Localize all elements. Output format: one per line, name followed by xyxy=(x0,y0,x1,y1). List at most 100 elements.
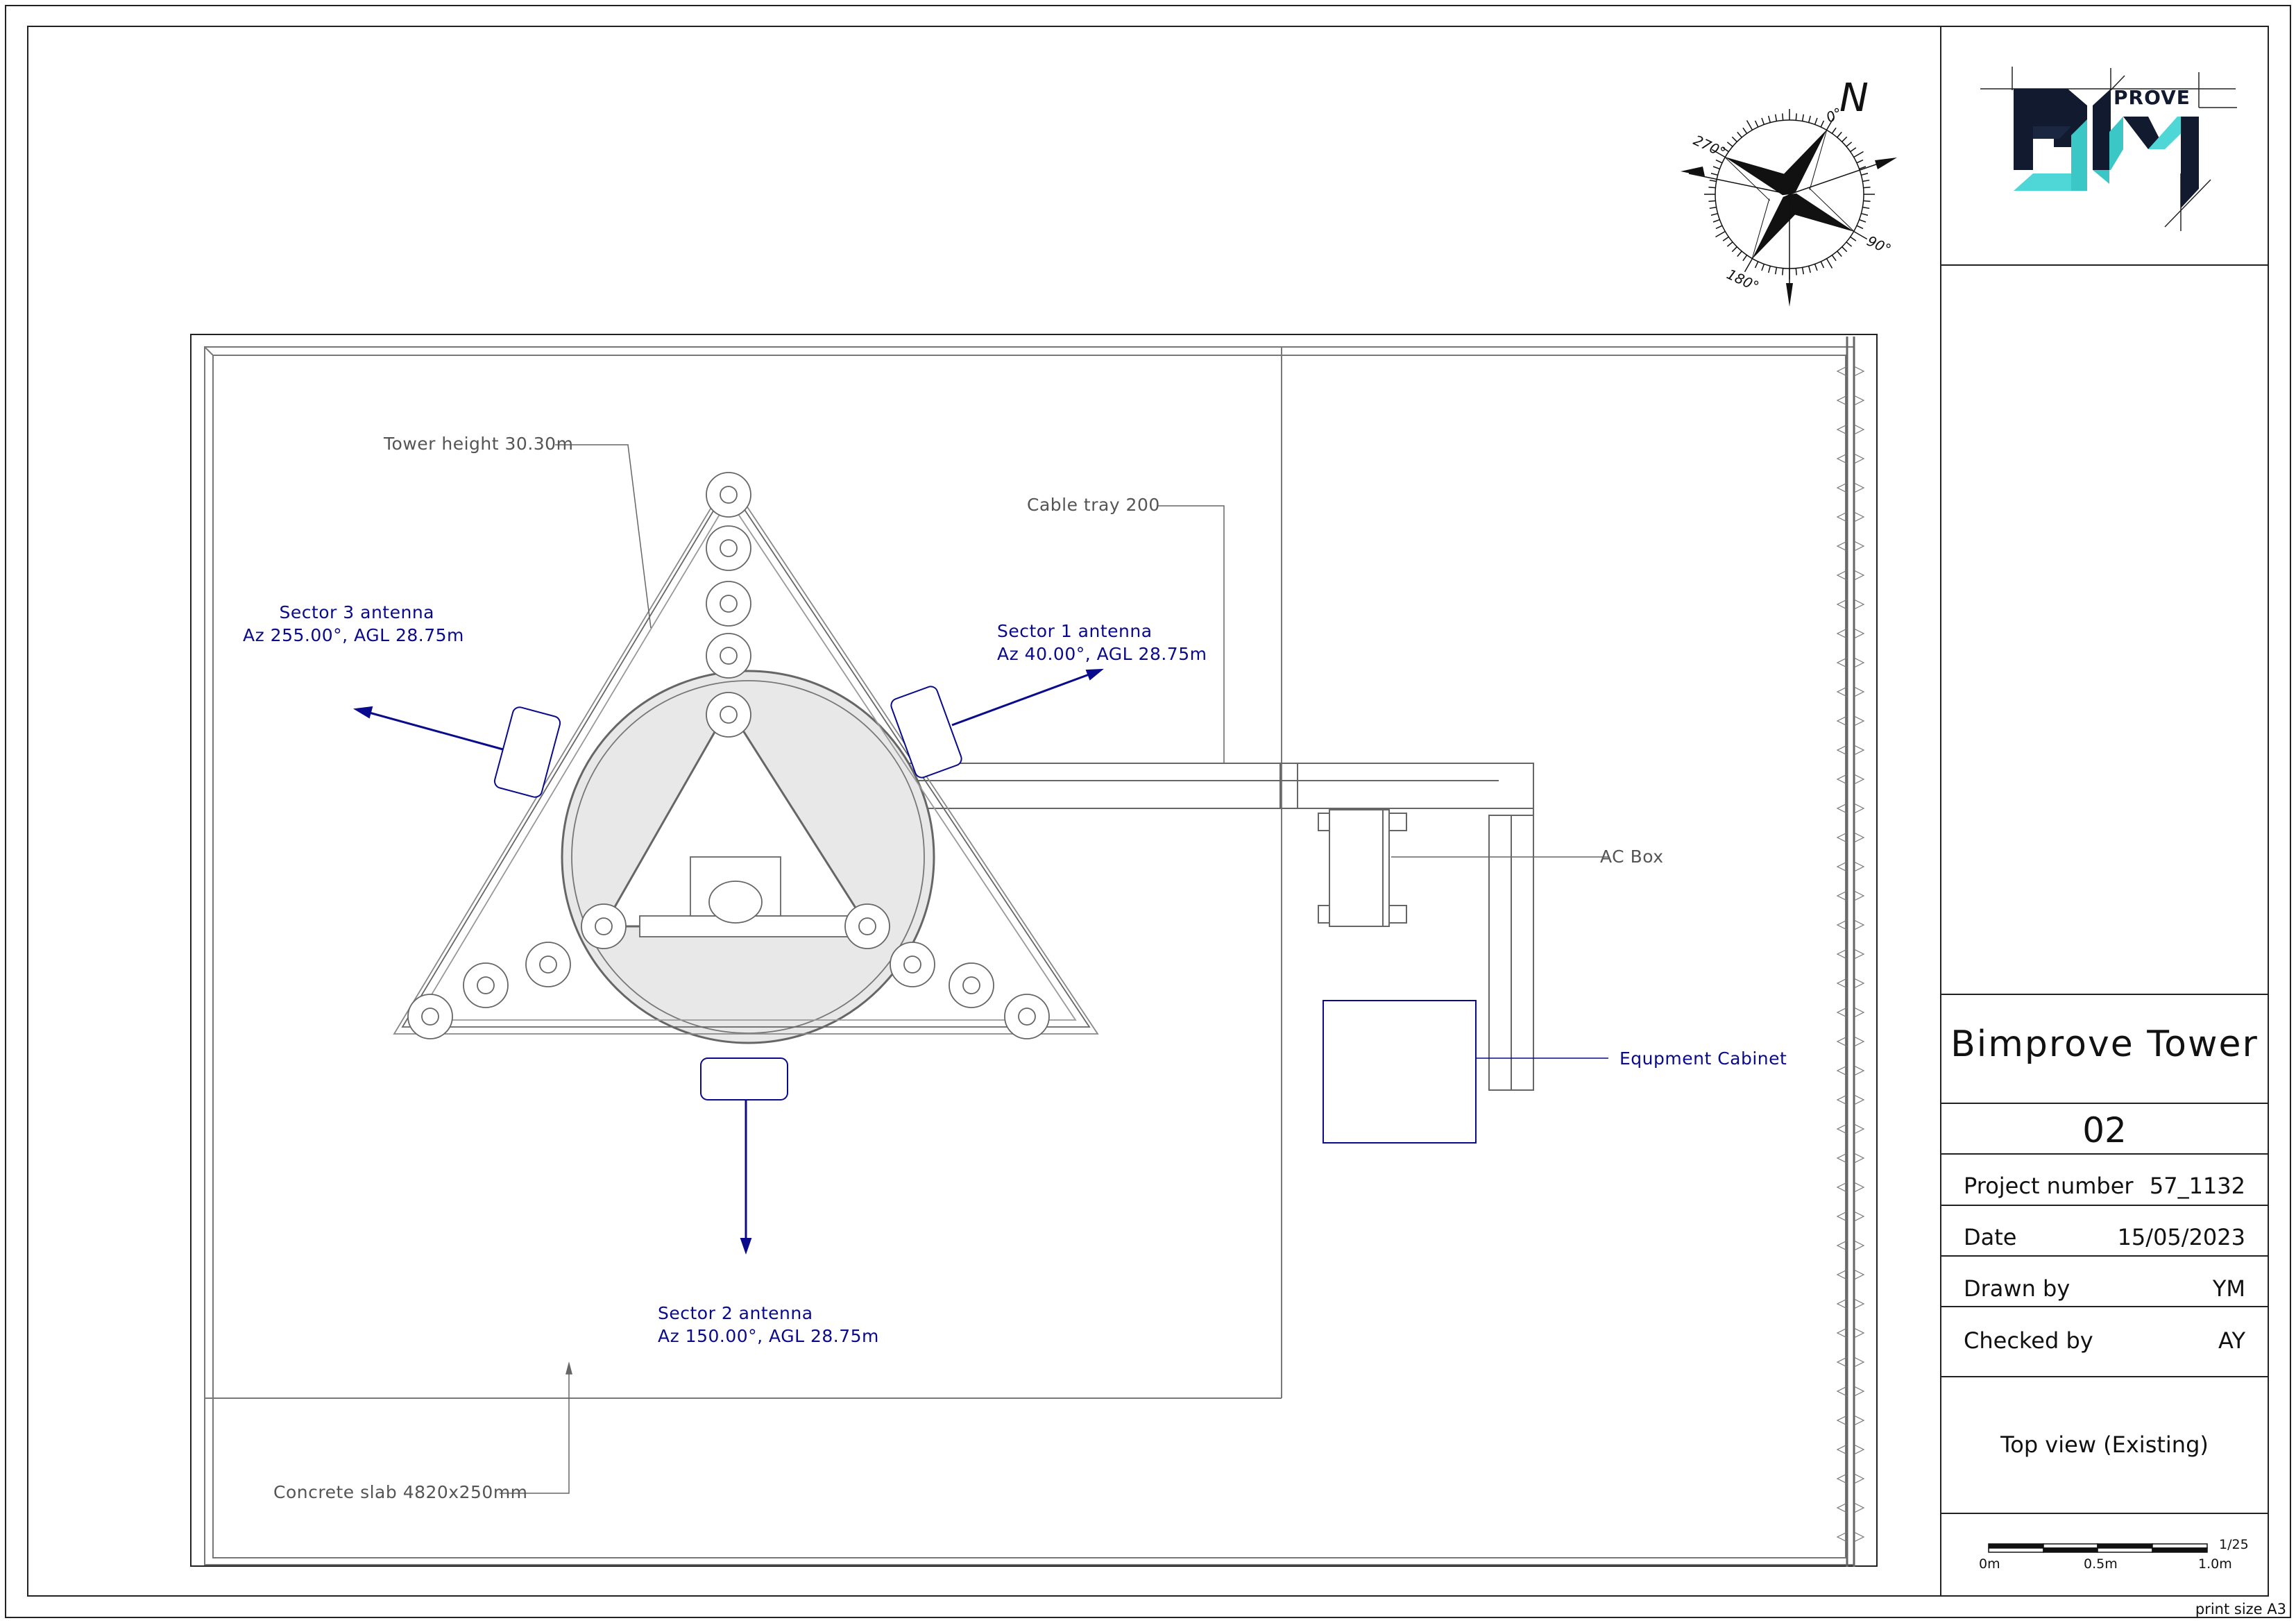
sector-1-label: Sector 1 antenna Az 40.00°, AGL 28.75m xyxy=(997,620,1207,665)
fence-spike xyxy=(1836,511,1848,522)
leg-pipe xyxy=(539,955,557,974)
sector-2-detail: Az 150.00°, AGL 28.75m xyxy=(658,1326,879,1346)
fence-spike xyxy=(1853,715,1865,726)
leg-pipe xyxy=(903,955,921,974)
compass-tick xyxy=(1754,120,1759,128)
compass-tick xyxy=(1801,267,1805,275)
compass-tick xyxy=(1863,187,1871,189)
fence-spike xyxy=(1836,1007,1848,1018)
compass-tick xyxy=(1837,250,1842,257)
leg-flange xyxy=(706,633,751,679)
fence-spike xyxy=(1853,949,1865,960)
fence-spike xyxy=(1836,978,1848,989)
print-size-label: print size A3 xyxy=(2195,1601,2286,1617)
compass-tick xyxy=(1761,117,1765,125)
compass-tick xyxy=(1774,114,1778,121)
compass-tick xyxy=(1859,219,1866,223)
sheet-border-inner xyxy=(27,26,1941,1597)
compass-270-label: 270° xyxy=(1691,132,1728,161)
leg-flange xyxy=(706,692,751,738)
date-label: Date xyxy=(1964,1224,2017,1250)
compass-tick xyxy=(1767,115,1771,123)
sector-1-azimuth-arrow xyxy=(951,672,1094,726)
fence-spike xyxy=(1853,1473,1865,1484)
cable-tray xyxy=(908,763,1534,1091)
compass-tick xyxy=(1737,131,1742,138)
compass-tick xyxy=(1842,136,1848,142)
fence-spike xyxy=(1853,1327,1865,1339)
compass-tick xyxy=(1820,261,1825,269)
compass-rose: N 0° 90° 180° 270° xyxy=(1681,76,1897,307)
concrete-slab-label: Concrete slab 4820x250mm xyxy=(273,1482,528,1502)
leg-pipe xyxy=(595,917,613,935)
compass-tick xyxy=(1856,159,1864,164)
compass-tick xyxy=(1850,147,1857,153)
leg-flange xyxy=(1004,994,1050,1039)
fence-spike xyxy=(1853,686,1865,697)
scale-ratio: 1/25 xyxy=(2219,1537,2249,1552)
fence-spike xyxy=(1836,570,1848,581)
fence-spike xyxy=(1836,949,1848,960)
fence-spike xyxy=(1836,919,1848,931)
sheet-border-outer xyxy=(5,5,2291,1618)
fence-spike xyxy=(1836,1327,1848,1339)
fence-spike xyxy=(1853,1531,1865,1543)
leg-pipe xyxy=(477,976,495,994)
fence-spike xyxy=(1853,366,1865,377)
leg-pipe xyxy=(720,595,738,613)
site-plan xyxy=(190,334,1878,1567)
compass-tick xyxy=(1722,147,1729,153)
view-name: Top view (Existing) xyxy=(2000,1431,2209,1458)
compass-tick xyxy=(1742,127,1748,134)
sector-3-name: Sector 3 antenna xyxy=(279,602,434,622)
leg-pipe xyxy=(1018,1008,1036,1026)
compass-tick xyxy=(1767,266,1771,273)
fence-spike xyxy=(1836,1036,1848,1047)
compass-tick xyxy=(1761,264,1765,271)
compass-tick xyxy=(1742,255,1748,262)
leg-flange xyxy=(949,962,994,1008)
sector-3-antenna-body xyxy=(493,706,561,798)
sector-2-label: Sector 2 antenna Az 150.00°, AGL 28.75m xyxy=(658,1302,879,1348)
leg-pipe xyxy=(720,539,738,557)
fence-spike xyxy=(1853,1240,1865,1251)
compass-tick xyxy=(1726,241,1733,247)
compass-tick xyxy=(1831,255,1837,262)
drawn-by-value: YM xyxy=(2212,1275,2245,1302)
compass-tick xyxy=(1711,148,1726,158)
compass-90-label: 90° xyxy=(1864,232,1894,258)
scale-label-0: 0m xyxy=(1979,1556,2000,1572)
compass-180-label: 180° xyxy=(1724,266,1762,295)
fence-spike xyxy=(1853,482,1865,493)
compass-tick xyxy=(1853,230,1868,240)
fence-spike xyxy=(1853,1386,1865,1397)
fence-spike xyxy=(1836,657,1848,668)
leg-flange xyxy=(525,942,571,987)
viewport-frame xyxy=(190,334,1878,1567)
leg-flange xyxy=(706,581,751,627)
compass-tick xyxy=(1754,261,1759,269)
logo-text: PROVE xyxy=(2114,86,2191,109)
compass-tick xyxy=(1715,225,1723,230)
leg-flange xyxy=(844,903,890,949)
project-number-value: 57_1132 xyxy=(2149,1173,2245,1199)
fence-spike xyxy=(1853,628,1865,639)
sector-3-detail: Az 255.00°, AGL 28.75m xyxy=(243,625,464,645)
fence-spike xyxy=(1836,1444,1848,1455)
fence-spike xyxy=(1836,686,1848,697)
compass-tick xyxy=(1710,172,1718,176)
sector-1-antenna-body xyxy=(890,686,962,779)
compass-tick xyxy=(1826,116,1835,130)
leg-pipe xyxy=(858,917,876,935)
fence-spike xyxy=(1836,832,1848,843)
fence-spike xyxy=(1836,1269,1848,1280)
project-title: Bimprove Tower xyxy=(1950,1023,2259,1065)
fence-spike xyxy=(1853,774,1865,785)
fence-spike xyxy=(1836,628,1848,639)
compass-tick xyxy=(1746,120,1753,130)
compass-tick xyxy=(1862,179,1870,182)
compass-tick xyxy=(1712,166,1720,170)
fence-spike xyxy=(1836,1473,1848,1484)
equipment-cabinet xyxy=(1323,1000,1477,1144)
